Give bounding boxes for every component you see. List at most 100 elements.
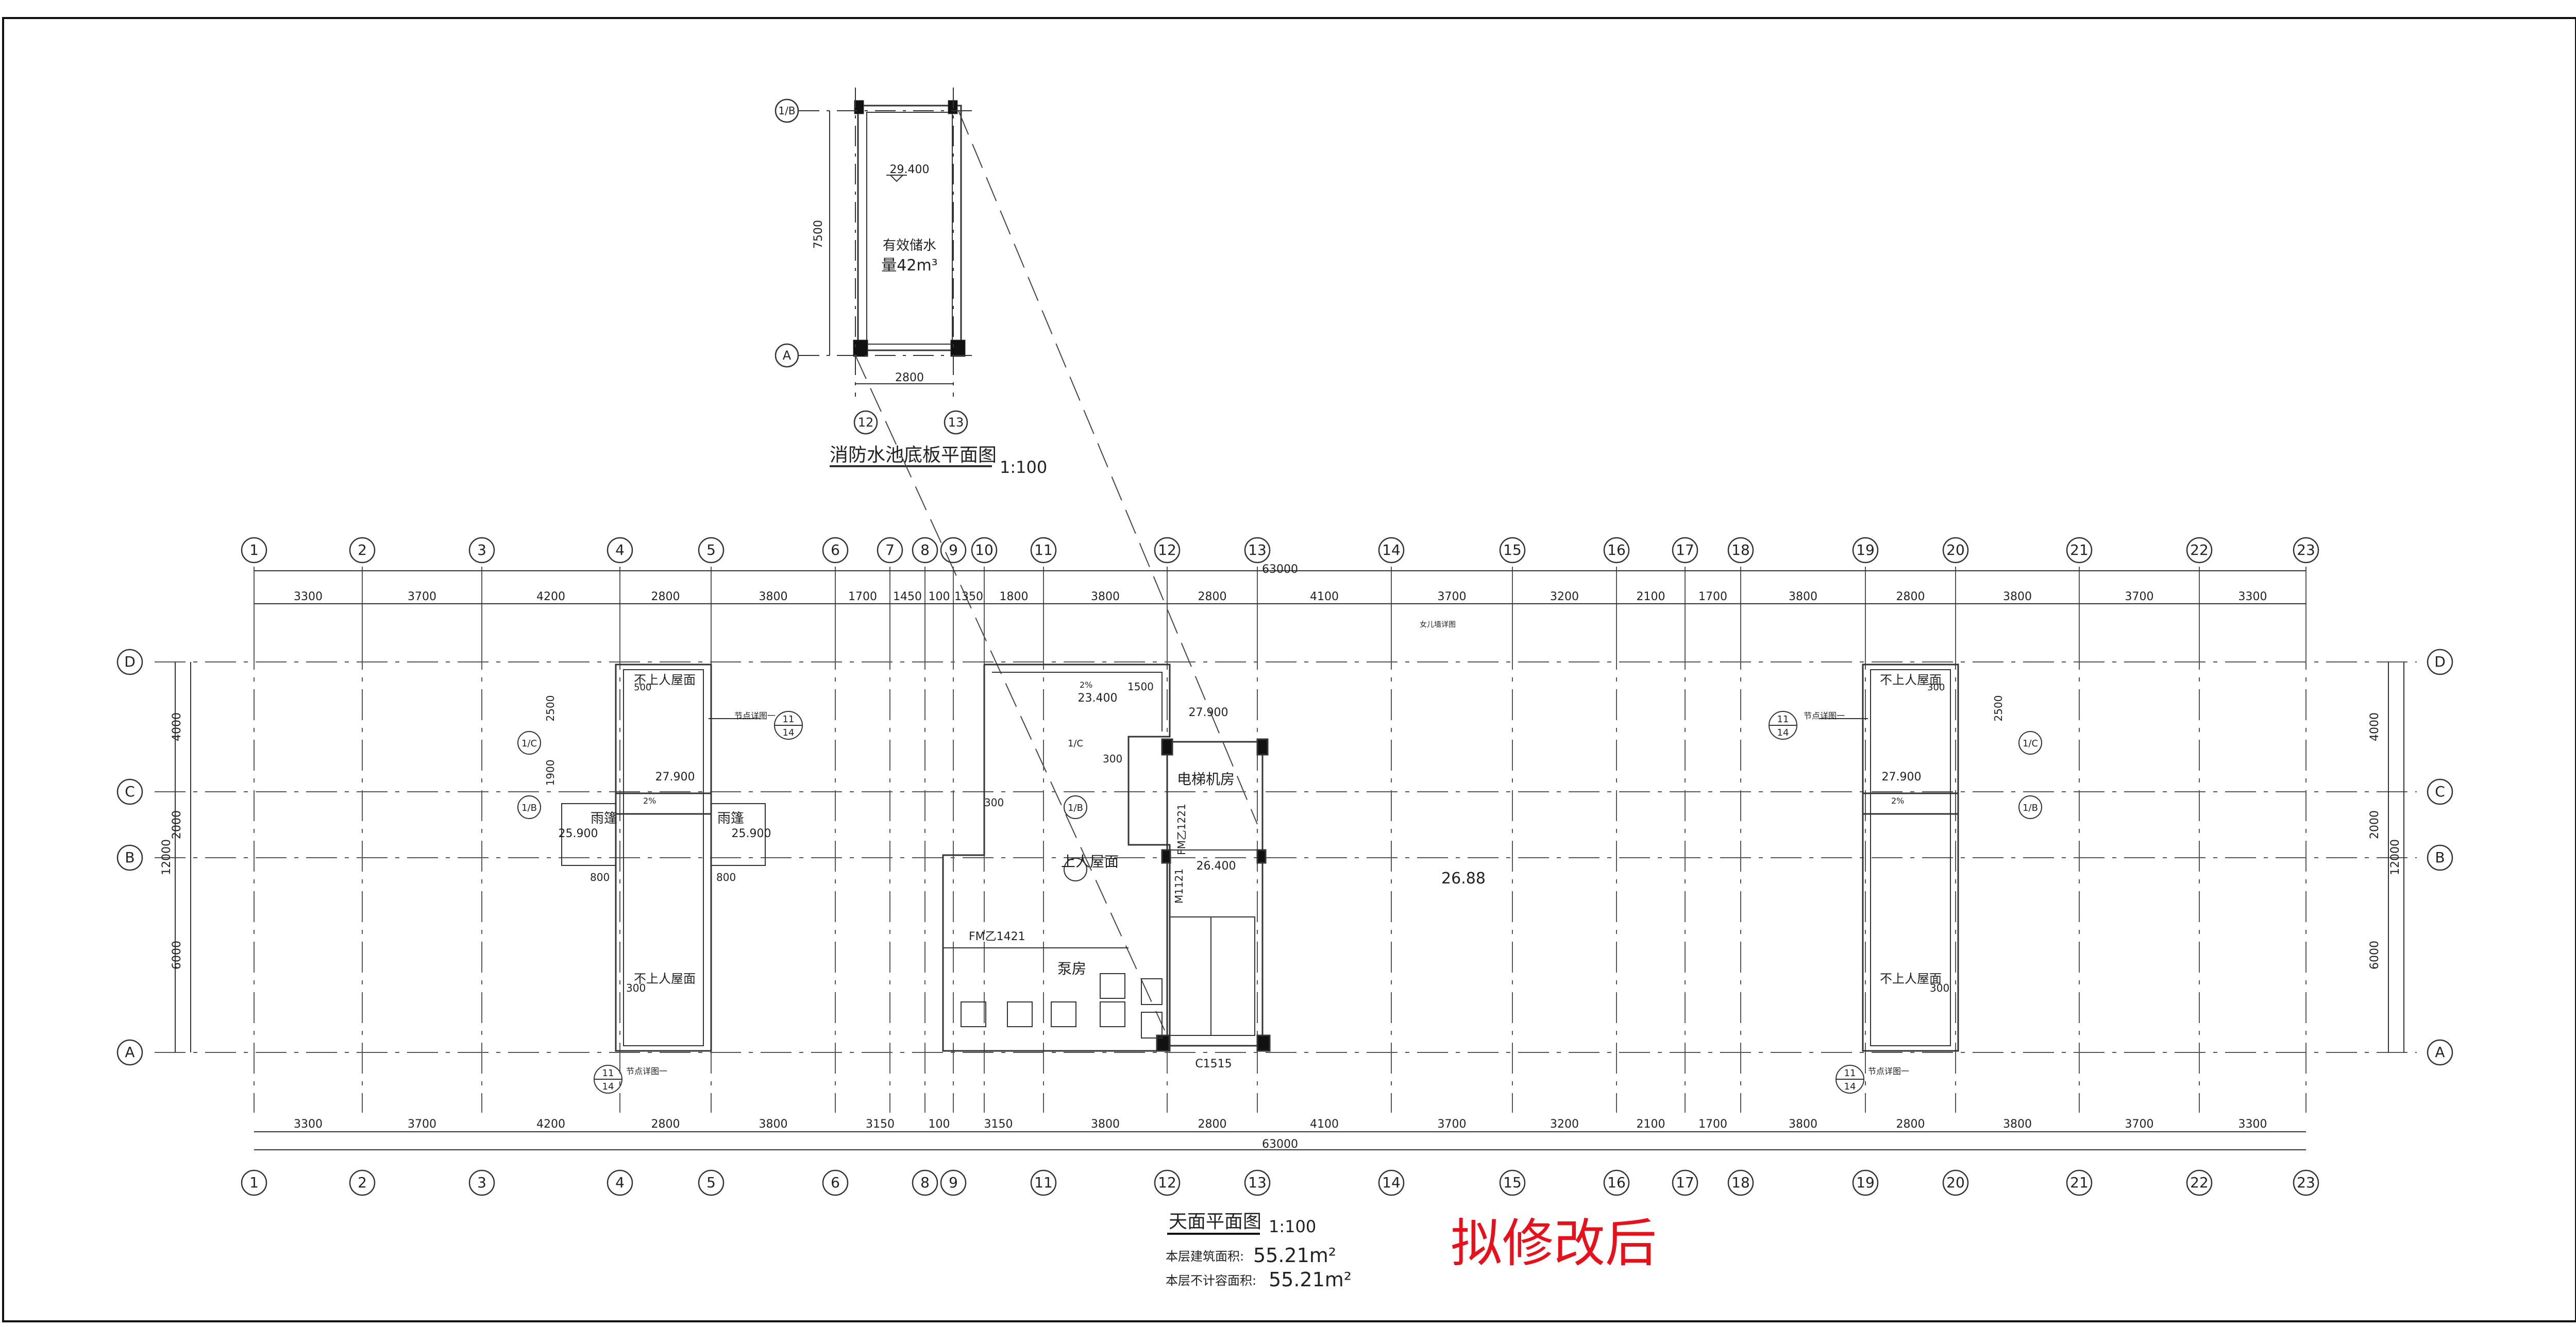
- dim-text: 1800: [1000, 590, 1029, 603]
- axis-label-bottom: 20: [1946, 1174, 1965, 1191]
- axis-label-top: 17: [1676, 541, 1694, 558]
- detail-sheet: 14: [783, 727, 795, 738]
- canopy: [561, 803, 616, 866]
- axis-bubble-bottom: [241, 1169, 267, 1196]
- wing-parapet: [1862, 664, 1959, 1052]
- column: [950, 339, 966, 357]
- dim-text: 3150: [866, 1118, 895, 1131]
- axis-bubble-top: [2293, 537, 2319, 564]
- detail-number: 11: [783, 714, 795, 725]
- axis-bubble-top: [607, 537, 633, 564]
- row-bubble-right: [2427, 844, 2453, 871]
- pump-base: [1100, 1001, 1125, 1027]
- dim-text: 3700: [1438, 590, 1467, 603]
- detail-number: 11: [602, 1068, 614, 1079]
- dim-text: 2100: [1637, 590, 1665, 603]
- sub-axis-bubble: [517, 731, 541, 755]
- dim-text: 3800: [2003, 1118, 2032, 1131]
- axis-label-top: 5: [706, 541, 716, 558]
- row-bubble-left: [116, 1039, 143, 1066]
- axis-label-top: 23: [2297, 541, 2315, 558]
- slope-mark: 2%: [643, 796, 656, 806]
- dim-text: 4100: [1310, 590, 1339, 603]
- axis-label-bottom: 4: [615, 1174, 625, 1191]
- level-triangle: [890, 175, 903, 182]
- dim-text: 300: [1103, 753, 1122, 765]
- dim-text: 2500: [544, 695, 557, 722]
- dim-text: 300: [1930, 982, 1949, 994]
- axis-bubble-bottom: [912, 1169, 938, 1196]
- detail-number: 11: [1844, 1068, 1856, 1079]
- axis-bubble-top: [241, 537, 267, 564]
- slope-mark: 2%: [1080, 680, 1092, 690]
- row-bubble-right: [2427, 778, 2453, 805]
- row-label-left: C: [125, 783, 135, 800]
- canopy: [711, 803, 766, 866]
- axis-label-top: 6: [831, 541, 840, 558]
- row-bubble-left: [116, 844, 143, 871]
- detail-label: 节点详图一: [734, 711, 776, 721]
- axis-label-bottom: 8: [920, 1174, 930, 1191]
- column: [1256, 738, 1269, 756]
- roof-plan-scale: 1:100: [1269, 1217, 1316, 1236]
- dim-text: 100: [929, 590, 950, 603]
- dim-text-total: 63000: [1262, 1138, 1298, 1151]
- axis-label-top: 20: [1946, 541, 1965, 558]
- dim-text: 2800: [651, 590, 680, 603]
- axis-label-bottom: 6: [831, 1174, 840, 1191]
- row-bubble-left: [116, 778, 143, 805]
- room-label-no-access: 不上人屋面: [1880, 673, 1942, 687]
- dim-text: 3200: [1550, 1118, 1579, 1131]
- axis-bubble-top: [877, 537, 903, 564]
- axis-label-bottom: 16: [1607, 1174, 1626, 1191]
- dim-text: 4100: [1310, 1118, 1339, 1131]
- axis-bubble-bottom: [1942, 1169, 1969, 1196]
- sub-axis-label: 1/B: [2023, 803, 2038, 813]
- axis-label-top: 19: [1856, 541, 1875, 558]
- dim-text-total: 63000: [1262, 563, 1298, 576]
- axis-label: 13: [948, 415, 964, 430]
- dim-text: 3150: [984, 1118, 1013, 1131]
- dim-text: 800: [716, 871, 736, 883]
- pump-base: [1100, 973, 1125, 999]
- axis-label-bottom: 9: [949, 1174, 958, 1191]
- leader-line: [958, 110, 1258, 825]
- column: [1256, 849, 1267, 864]
- axis-bubble-top: [2066, 537, 2093, 564]
- axis-bubble: [775, 343, 799, 368]
- detail-number: 11: [1777, 714, 1789, 725]
- axis-label-bottom: 18: [1731, 1174, 1750, 1191]
- dim-text: 300: [984, 796, 1004, 809]
- level-value: 25.900: [559, 827, 598, 840]
- row-bubble-right: [2427, 1039, 2453, 1066]
- pump-base: [1141, 978, 1163, 1005]
- level-value: 27.900: [1882, 771, 1922, 784]
- dim-text: 2000: [171, 810, 183, 839]
- detail-label: 节点详图一: [1868, 1066, 1909, 1076]
- window-tag: C1515: [1195, 1058, 1232, 1070]
- axis-label-bottom: 21: [2070, 1174, 2089, 1191]
- axis-label-top: 10: [975, 541, 994, 558]
- level-value: 27.900: [655, 771, 695, 784]
- column: [1256, 1034, 1271, 1052]
- axis-bubble-bottom: [1154, 1169, 1181, 1196]
- dim-text: 4200: [536, 1118, 565, 1131]
- sub-axis-bubble: [1064, 795, 1087, 819]
- axis-bubble-bottom: [349, 1169, 376, 1196]
- axis-bubble-top: [349, 537, 376, 564]
- axis-label-top: 7: [885, 541, 895, 558]
- sheet-border: [2, 17, 2576, 1322]
- sub-axis-label: 1/C: [1068, 738, 1083, 749]
- dim-text: 2800: [1198, 590, 1227, 603]
- dim-text: 4000: [171, 712, 183, 741]
- row-label-right: B: [2435, 849, 2445, 866]
- dim-text: 3200: [1550, 590, 1579, 603]
- axis-bubble: [853, 410, 878, 435]
- dim-text: 500: [634, 682, 651, 693]
- stair: [1169, 916, 1255, 1036]
- dim-text: 3300: [294, 590, 323, 603]
- area-label: 本层建筑面积:: [1166, 1249, 1244, 1264]
- axis-bubble-top: [1942, 537, 1969, 564]
- sub-axis-bubble: [517, 795, 541, 819]
- door-tag: FM乙1421: [969, 930, 1025, 943]
